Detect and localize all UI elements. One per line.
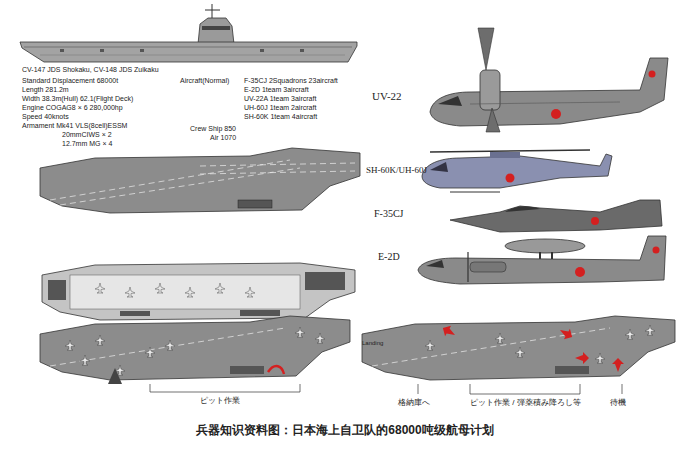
spec-text: Length 281.2m [22, 86, 69, 94]
spec-text: Width 38.3m(Hull) 62.1(Flight Deck) [22, 95, 133, 103]
deck-note: ピット作業 / 弾薬積み降ろし等 [470, 398, 581, 407]
crew-text: Air 1070 [210, 134, 236, 142]
spec-text: 12.7mm MG × 4 [62, 140, 112, 148]
deck-note: 格納庫へ [398, 398, 430, 407]
spec-text: Engine COGAG8 × 6 280,000hp [22, 104, 123, 112]
spec-text: F-35CJ 2Squadrons 23aircraft [244, 77, 338, 85]
side-profile [20, 4, 357, 62]
spec-text: Armament Mk41 VLS(8cell)ESSM [22, 122, 127, 130]
spec-text: Speed 40knots [22, 113, 69, 121]
deck-note: ピット作業 [200, 396, 240, 405]
hangar-plan [42, 263, 355, 320]
spec-text: Standard Displacement 68000t [22, 77, 118, 85]
spec-text: Aircraft(Normal) [180, 77, 229, 85]
flight-deck-plan [40, 148, 360, 213]
aew-profile [418, 236, 666, 284]
spec-text: 20mmCIWS × 2 [62, 131, 112, 139]
spec-text: E-2D 1team 3aircraft [244, 86, 309, 94]
helicopter-profile [422, 150, 612, 192]
spec-text: SH-60K 1team 4aircraft [244, 113, 317, 121]
aircraft-name: F-35CJ [374, 208, 403, 220]
deck-operations-right [362, 316, 675, 394]
deck-note: 待機 [610, 398, 626, 407]
fighter-profile [450, 200, 662, 232]
deck-operations-left [40, 316, 350, 392]
osprey-profile [430, 28, 668, 132]
deck-note: Landing [362, 340, 383, 347]
crew-text: Crew Ship 850 [190, 125, 236, 133]
aircraft-name: UV-22 [372, 90, 402, 103]
aircraft-name: SH-60K/UH-60J [366, 165, 427, 175]
aircraft-name: E-2D [378, 251, 400, 263]
spec-text: UH-60J 1team 2aircraft [244, 104, 316, 112]
caption: 兵器知识资料图：日本海上自卫队的68000吨级航母计划 [196, 424, 493, 438]
spec-text: UV-22A 1team 3aircraft [244, 95, 316, 103]
ship-names: CV-147 JDS Shokaku, CV-148 JDS Zuikaku [22, 66, 159, 74]
